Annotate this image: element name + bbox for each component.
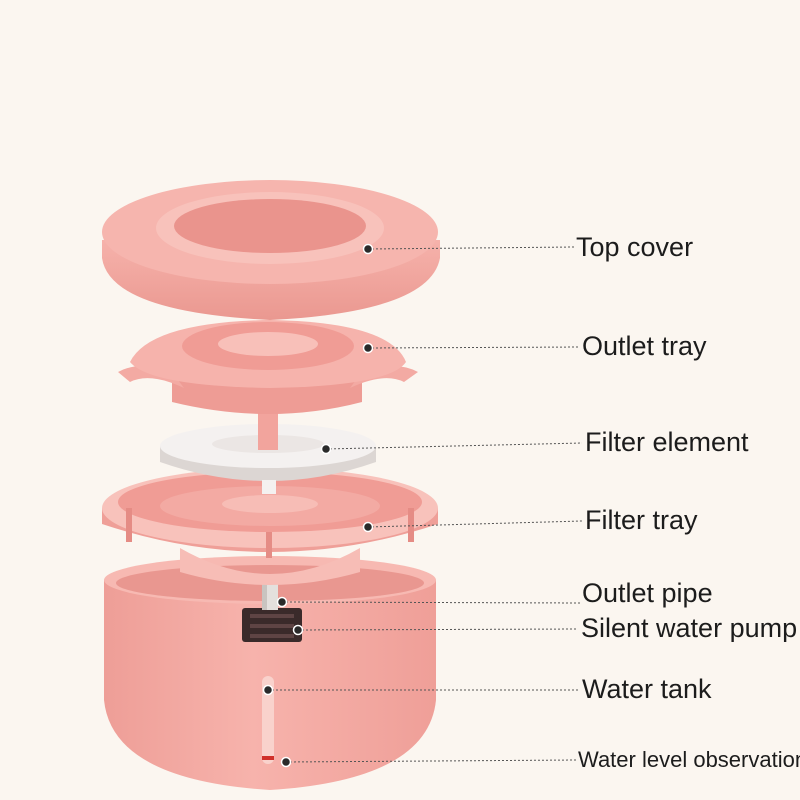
label-water-level-observation: Water level observation	[578, 749, 800, 771]
dot-outlet-pipe	[278, 598, 287, 607]
dot-filter-element	[322, 445, 331, 454]
top-cover	[102, 180, 440, 320]
dot-silent-water-pump	[294, 626, 303, 635]
label-filter-tray: Filter tray	[585, 507, 698, 534]
outlet-pipe	[262, 584, 278, 610]
dot-top-cover	[364, 245, 373, 254]
dot-outlet-tray	[364, 344, 373, 353]
outlet-tray	[118, 320, 418, 450]
label-filter-element: Filter element	[585, 429, 749, 456]
label-top-cover: Top cover	[576, 234, 693, 261]
label-silent-water-pump: Silent water pump	[581, 615, 800, 642]
water-level-mark	[262, 756, 274, 760]
dot-water-level-observation	[282, 758, 291, 767]
dot-filter-tray	[364, 523, 373, 532]
dot-water-tank	[264, 686, 273, 695]
label-outlet-pipe: Outlet pipe	[582, 580, 713, 607]
silent-water-pump	[242, 608, 302, 642]
label-outlet-tray: Outlet tray	[582, 333, 707, 360]
label-water-tank: Water tank	[582, 676, 712, 703]
